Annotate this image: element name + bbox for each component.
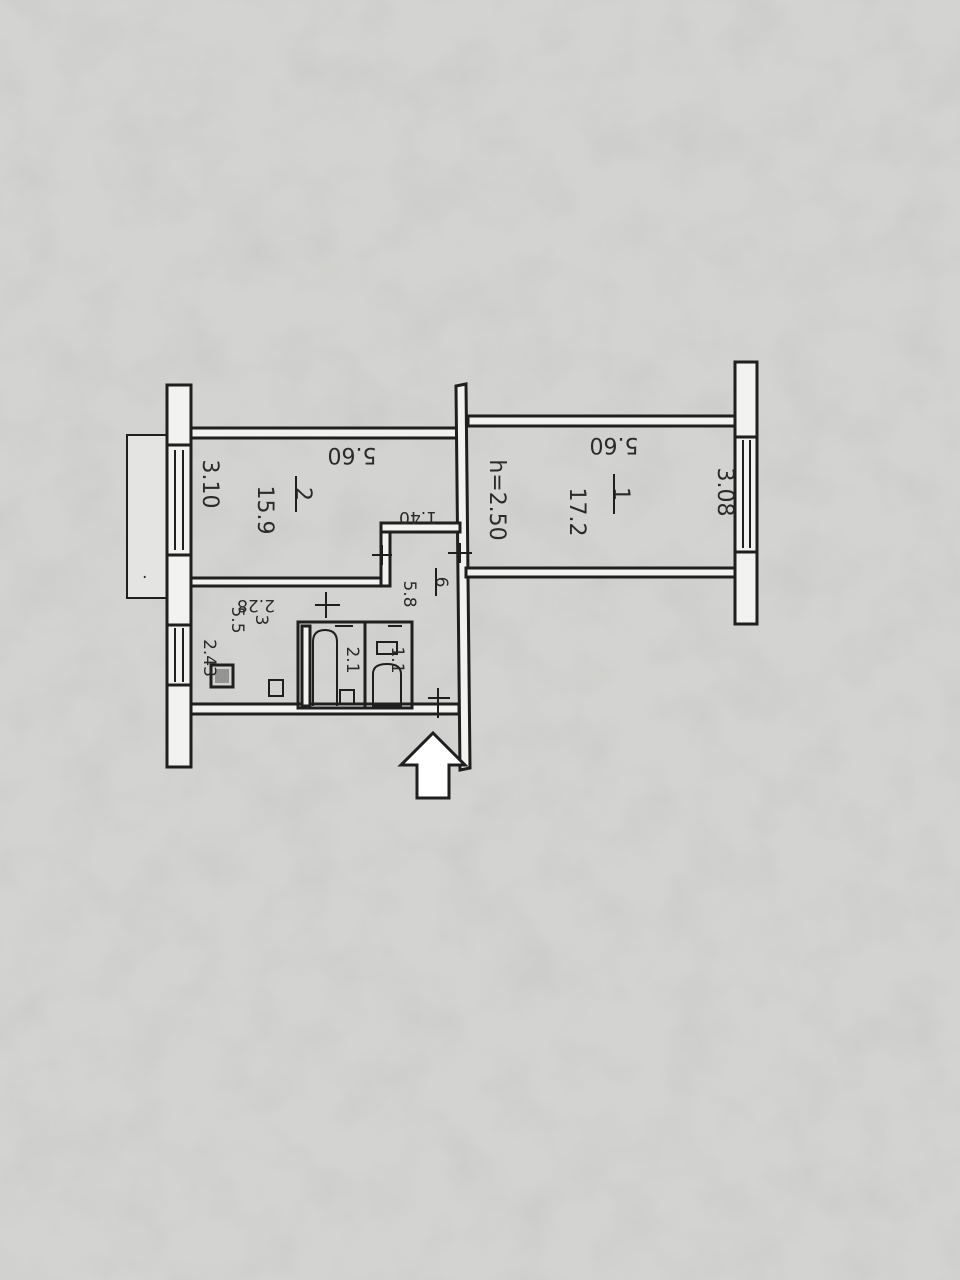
window-room-1 <box>733 435 759 554</box>
room-1-area: 17.2 <box>564 488 589 537</box>
top-wall-room-2 <box>189 426 461 440</box>
window-room-2 <box>165 443 193 557</box>
kitchen-length: 2.28 <box>237 595 275 615</box>
bathroom-area: 2.1 <box>342 646 362 673</box>
sanitary-block <box>296 620 414 710</box>
ceiling-height: h=2.50 <box>484 459 509 540</box>
kitchen-number: 3 <box>251 615 271 626</box>
room-1-length: 5.60 <box>590 432 639 457</box>
kitchen-area: 5.5 <box>227 606 247 633</box>
left-wall-mid <box>165 553 193 627</box>
toilet-tank <box>376 641 398 655</box>
top-wall-room-1 <box>466 414 737 428</box>
hall-partition-horizontal <box>379 521 462 534</box>
room-2-lower-wall <box>189 576 383 588</box>
sanitary-block-wall <box>300 624 312 708</box>
balcony-mark: · <box>142 568 147 588</box>
left-wall-top <box>165 383 193 447</box>
sink <box>339 689 355 705</box>
room-1-width: 3.08 <box>712 468 737 517</box>
hall-width: 1.40 <box>399 507 437 527</box>
stove <box>209 663 235 689</box>
room-2-number: 2 <box>290 487 315 501</box>
room-2-length: 5.60 <box>328 442 377 467</box>
right-wall-top <box>733 360 759 439</box>
bottom-wall-room-1 <box>464 566 737 579</box>
up-arrow-icon <box>397 730 469 800</box>
room-2-area: 15.9 <box>252 486 277 535</box>
room-2-width: 3.10 <box>197 460 222 509</box>
central-wall <box>454 382 472 772</box>
hall-area: 5.8 <box>399 580 419 607</box>
toilet <box>372 662 402 707</box>
balcony <box>126 434 172 599</box>
right-wall-bottom <box>733 550 759 626</box>
kitchen-width: 2.43 <box>199 639 219 677</box>
toilet-area: 1.1 <box>387 646 407 673</box>
window-kitchen <box>165 623 193 687</box>
door-marks <box>315 543 472 718</box>
hall-number: 6 <box>431 577 451 588</box>
kitchen-sink <box>268 679 284 697</box>
stove-top <box>215 669 229 683</box>
bathtub <box>312 628 338 706</box>
room-1-number: 1 <box>608 487 633 501</box>
left-wall-bottom <box>165 683 193 769</box>
